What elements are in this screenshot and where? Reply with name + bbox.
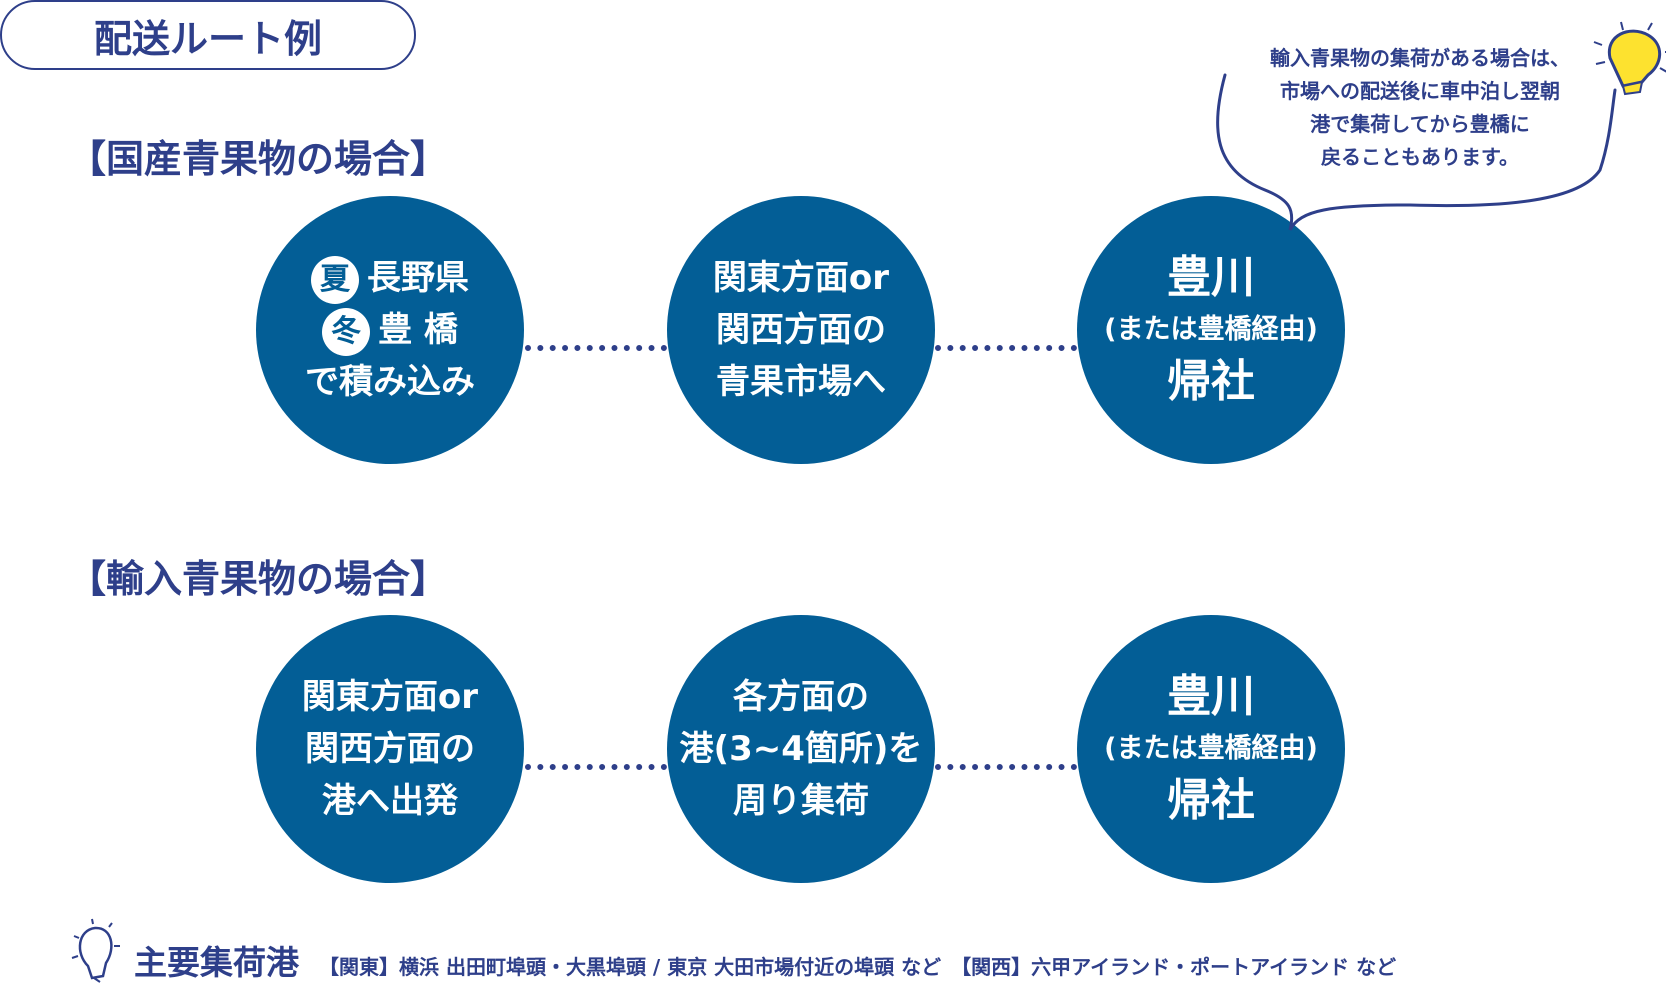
domestic-step-return: 豊川 (または豊橋経由) 帰社 [1077,196,1345,464]
text-line: 港へ出発 [322,781,458,821]
text-line: 各方面の [733,677,869,717]
text-line: 青果市場へ [716,362,886,402]
text-line: 周り集荷 [733,781,869,821]
text-line: 帰社 [1167,356,1255,407]
text-line: 関東方面or [712,258,890,298]
winter-place: 豊 橋 [378,310,458,350]
imported-step-return: 豊川 (または豊橋経由) 帰社 [1077,615,1345,883]
imported-step-collect: 各方面の 港(3~4箇所)を 周り集荷 [667,615,935,883]
text-line: 帰社 [1167,775,1255,826]
lightbulb-icon [1593,21,1666,96]
connector [935,764,1077,770]
connector [525,764,667,770]
connector [525,345,667,351]
text-line: 関東方面or [301,677,479,717]
connector [935,345,1077,351]
text-line: (または豊橋経由) [1104,314,1318,345]
note-line: 市場への配送後に車中泊し翌朝 [1280,79,1560,103]
imported-step-depart: 関東方面or 関西方面の 港へ出発 [256,615,524,883]
note-line: 港で集荷してから豊橋に [1310,112,1530,136]
load-action: で積み込み [305,362,475,402]
footer-ports: 【関東】横浜 出田町埠頭・大黒埠頭 / 東京 大田市場付近の埠頭 など 【関西】… [319,955,1397,979]
speech-bubble [1216,21,1666,231]
domestic-step-market: 関東方面or 関西方面の 青果市場へ [667,196,935,464]
title-pill: 配送ルート例 [0,0,416,70]
note-line: 輸入青果物の集荷がある場合は、 [1270,46,1570,70]
summer-badge: 夏 [311,255,359,304]
page-title: 配送ルート例 [93,16,322,61]
domestic-heading: 【国産青果物の場合】 [68,137,449,181]
lightbulb-outline-icon [71,918,120,983]
text-line: 港(3~4箇所)を [679,729,923,769]
footer: 主要集荷港 【関東】横浜 出田町埠頭・大黒埠頭 / 東京 大田市場付近の埠頭 な… [70,918,1396,984]
imported-heading: 【輸入青果物の場合】 [68,557,449,601]
footer-label: 主要集荷港 [134,943,299,982]
note-text: 輸入青果物の集荷がある場合は、 市場への配送後に車中泊し翌朝 港で集荷してから豊… [1230,42,1610,174]
summer-place: 長野県 [367,258,469,298]
domestic-step-load: 夏長野県 冬豊 橋 で積み込み [256,196,524,464]
text-line: 関西方面の [716,310,886,350]
text-line: (または豊橋経由) [1104,733,1318,764]
text-line: 豊川 [1167,671,1255,722]
winter-badge: 冬 [322,307,371,356]
text-line: 豊川 [1167,252,1255,303]
note-line: 戻ることもあります。 [1321,145,1519,169]
text-line: 関西方面の [305,729,475,769]
